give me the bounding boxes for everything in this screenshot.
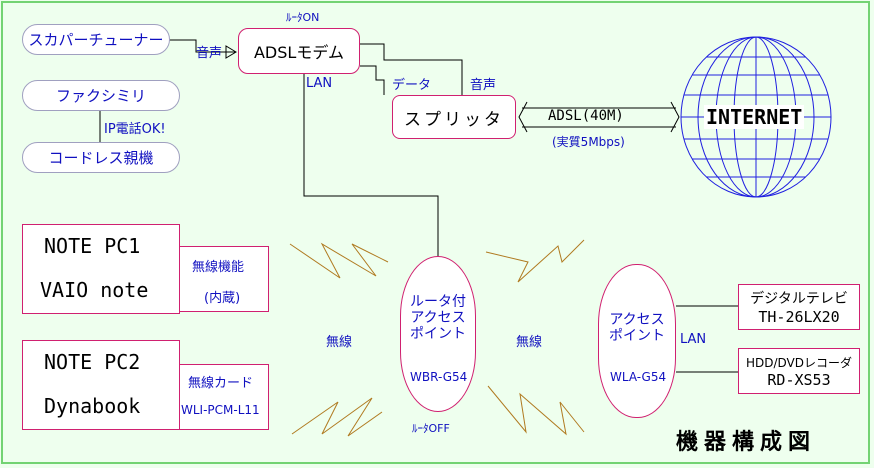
- modem-label: ADSLモデム: [253, 43, 345, 62]
- wireless-zigzag-left-top: [289, 242, 389, 279]
- tuner-to-modem-line: [168, 39, 236, 53]
- adsl-arrow-right: [670, 101, 680, 133]
- wireless-label-left: 無線: [326, 335, 353, 350]
- pc1-model: VAIO note: [40, 278, 149, 302]
- splitter-audio-label: 音声: [470, 78, 497, 93]
- wireless-zigzag-right-bottom: [487, 385, 585, 436]
- tv-model: TH-26LX20: [758, 308, 840, 326]
- diagram-title: 機器構成図: [676, 430, 817, 455]
- pc1-wireless-box: [179, 246, 269, 312]
- splitter-label: スプリッタ: [404, 109, 504, 130]
- router-ap-label: ルータ付 アクセス ポイント: [410, 294, 466, 342]
- tuner-audio-label: 音声: [196, 46, 223, 61]
- tuner-arrow: [225, 45, 237, 59]
- pc2-card-label: 無線カード: [188, 376, 254, 391]
- wireless-label-right: 無線: [516, 335, 543, 350]
- pc2-box: [22, 340, 180, 430]
- access-point-lan-label: LAN: [680, 332, 707, 347]
- modem-splitter-data: [360, 43, 463, 95]
- cordless-label: コードレス親機: [48, 149, 154, 167]
- router-on-label: ﾙｰﾀON: [286, 11, 320, 24]
- modem-lan-label: LAN: [306, 76, 333, 91]
- wireless-zigzag-right-top: [485, 239, 585, 283]
- digital-tv-box: デジタルテレビ TH-26LX20: [738, 284, 860, 330]
- tv-name: デジタルテレビ: [750, 291, 848, 307]
- pc1-name: NOTE PC1: [44, 234, 141, 258]
- cordless-phone-box: コードレス親機: [22, 142, 180, 173]
- wireless-zigzag-left-bottom: [291, 397, 383, 437]
- adsl-speed-label: ADSL(40M): [548, 108, 624, 124]
- pc1-builtin-label: (内蔵): [204, 291, 241, 306]
- pc1-wireless-label: 無線機能: [192, 260, 245, 275]
- access-point-label: アクセス ポイント: [609, 312, 665, 344]
- recorder-box: HDD/DVDレコーダ RD-XS53: [738, 348, 860, 394]
- tuner-label: スカパーチューナー: [28, 31, 164, 49]
- modem-to-router-line: [303, 74, 439, 256]
- pc2-model: Dynabook: [44, 394, 141, 418]
- ip-phone-ok-label: IP電話OK!: [104, 122, 166, 137]
- recorder-name: HDD/DVDレコーダ: [745, 355, 853, 370]
- adsl-arrow-left: [518, 101, 528, 133]
- pc2-card-model: WLI-PCM-L11: [181, 403, 260, 417]
- access-point-model: WLA-G54: [610, 370, 667, 384]
- access-point-oval: [598, 264, 676, 418]
- pc2-name: NOTE PC2: [44, 350, 141, 374]
- splitter-data-label: データ: [392, 78, 432, 93]
- splitter-box: スプリッタ: [392, 95, 516, 139]
- internet-label: INTERNET: [704, 105, 805, 129]
- pc2-card-box: [179, 364, 269, 430]
- recorder-model: RD-XS53: [767, 370, 831, 389]
- router-off-label: ﾙｰﾀOFF: [412, 422, 450, 435]
- router-access-point-oval: [400, 256, 476, 412]
- fax-label: ファクシミリ: [55, 87, 146, 105]
- globe-icon: [680, 36, 832, 198]
- router-ap-model: WBR-G54: [410, 370, 468, 384]
- satellite-tuner-box: スカパーチューナー: [22, 24, 170, 55]
- modem-splitter-audio: [360, 65, 385, 95]
- pc1-box: [22, 224, 180, 314]
- fax-box: ファクシミリ: [22, 80, 180, 111]
- adsl-actual-speed-label: (実質5Mbps): [552, 135, 625, 149]
- adsl-modem-box: ADSLモデム: [238, 28, 360, 74]
